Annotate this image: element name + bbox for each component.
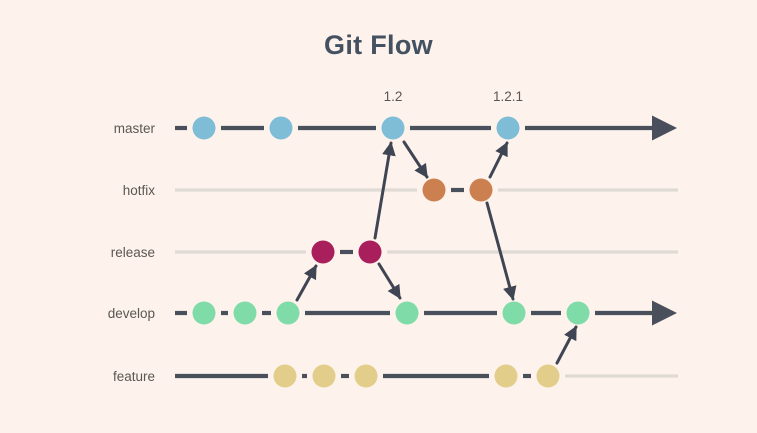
commit-node-develop-2[interactable] xyxy=(233,301,257,325)
commit-node-feature-1[interactable] xyxy=(273,364,297,388)
version-tag-1.2: 1.2 xyxy=(384,89,403,104)
commit-node-feature-5[interactable] xyxy=(536,364,560,388)
page-title: Git Flow xyxy=(324,30,433,60)
commit-node-master-3[interactable] xyxy=(381,116,405,140)
lane-label-release: release xyxy=(111,245,155,260)
lane-label-hotfix: hotfix xyxy=(123,183,156,198)
merge-arrow-release-to-develop xyxy=(377,262,402,300)
merge-arrow-master-to-hotfix xyxy=(402,140,429,179)
merge-arrows-group xyxy=(295,140,578,365)
commit-node-hotfix-1[interactable] xyxy=(422,178,446,202)
commit-node-develop-6[interactable] xyxy=(566,301,590,325)
lane-label-develop: develop xyxy=(108,306,155,321)
commit-node-master-1[interactable] xyxy=(192,116,216,140)
version-tags-group: 1.2 1.2.1 xyxy=(384,89,523,104)
commit-node-release-2[interactable] xyxy=(358,240,382,264)
commit-node-master-2[interactable] xyxy=(269,116,293,140)
commit-node-develop-3[interactable] xyxy=(276,301,300,325)
lane-label-master: master xyxy=(114,121,156,136)
merge-arrow-hotfix-to-develop xyxy=(485,201,517,301)
lane-labels-group: master hotfix release develop feature xyxy=(108,121,156,384)
version-tag-1.2.1: 1.2.1 xyxy=(493,89,523,104)
commit-node-hotfix-2[interactable] xyxy=(469,178,493,202)
merge-arrow-feature-to-develop xyxy=(555,325,578,365)
commit-node-develop-1[interactable] xyxy=(192,301,216,325)
commit-nodes-group xyxy=(192,116,590,388)
commit-node-feature-4[interactable] xyxy=(494,364,518,388)
commit-node-release-1[interactable] xyxy=(311,240,335,264)
merge-arrow-hotfix-to-master xyxy=(488,141,509,179)
merge-arrow-release-to-master xyxy=(373,141,396,240)
lane-label-feature: feature xyxy=(113,369,155,384)
commit-node-feature-3[interactable] xyxy=(354,364,378,388)
commit-node-develop-5[interactable] xyxy=(502,301,526,325)
commit-node-feature-2[interactable] xyxy=(312,364,336,388)
merge-arrow-develop-to-release xyxy=(295,264,318,302)
lane-lines-group xyxy=(175,115,678,379)
commit-node-master-4[interactable] xyxy=(496,116,520,140)
commit-node-develop-4[interactable] xyxy=(395,301,419,325)
